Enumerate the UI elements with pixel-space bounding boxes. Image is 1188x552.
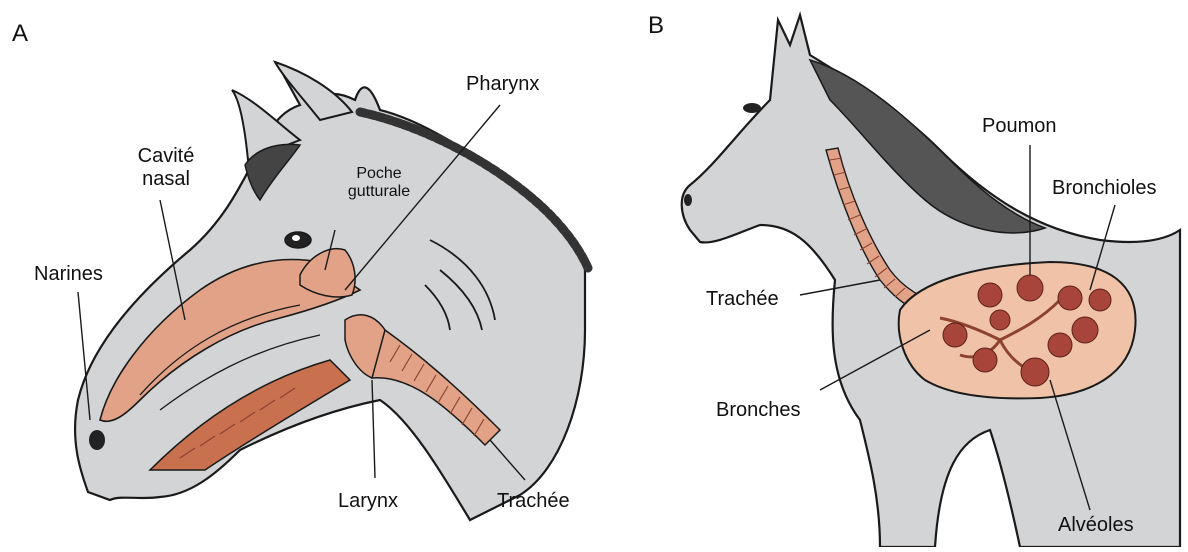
label-trachee-b: Trachée	[706, 288, 779, 311]
horse-eye-highlight	[292, 235, 300, 241]
label-bronches: Bronches	[716, 399, 801, 422]
label-poche-line1: Poche	[334, 165, 424, 183]
label-cavite-nasal: Cavité nasal	[128, 145, 204, 191]
label-larynx: Larynx	[338, 490, 398, 513]
label-poche-line2: gutturale	[334, 183, 424, 201]
panel-a-letter: A	[12, 20, 28, 48]
label-cavite-line1: Cavité	[128, 145, 204, 168]
panel-b-letter: B	[648, 12, 664, 40]
label-trachee-a: Trachée	[497, 490, 570, 513]
nostril-b	[684, 194, 692, 206]
label-alveoles: Alvéoles	[1058, 514, 1134, 537]
label-bronchioles: Bronchioles	[1052, 177, 1157, 200]
horse-eye-b	[743, 103, 761, 113]
label-narines: Narines	[34, 263, 103, 286]
label-poumon: Poumon	[982, 115, 1057, 138]
nostril	[89, 430, 105, 450]
panel-a-illustration	[75, 62, 588, 520]
label-cavite-line2: nasal	[128, 168, 204, 191]
panel-b-illustration	[682, 15, 1180, 547]
label-pharynx: Pharynx	[466, 73, 539, 96]
label-poche-gutturale: Poche gutturale	[334, 165, 424, 202]
